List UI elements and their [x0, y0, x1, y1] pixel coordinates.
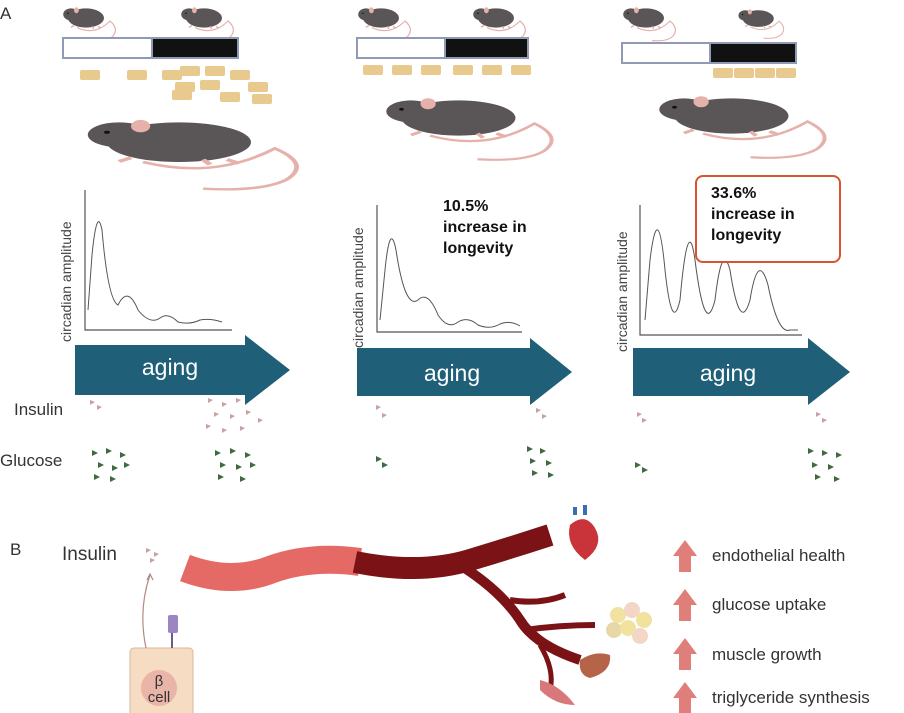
beta-cell-label: β cell [130, 674, 188, 706]
stat-value: 10.5% [443, 198, 489, 215]
effect-triglyceride-synthesis: triglyceride synthesis [712, 688, 870, 707]
small-mouse-icon [180, 6, 235, 42]
receptor-icon [168, 615, 178, 633]
aging-label: aging [699, 360, 757, 386]
longevity-stat-group-2: 10.5% increase in longevity [443, 196, 563, 259]
up-arrow-icons [673, 540, 697, 713]
amplitude-curve [87, 221, 223, 324]
y-axis-label: circadian amplitude [350, 227, 366, 348]
up-arrow-icon [673, 589, 697, 621]
cell-text: cell [147, 689, 171, 706]
up-arrow-icon [673, 540, 697, 572]
glucose-markers [92, 446, 842, 482]
beta-cell-graphic [129, 572, 194, 713]
mouse-icon [659, 96, 824, 158]
small-mouse-icon [472, 6, 527, 42]
y-axis-label: circadian amplitude [58, 221, 74, 342]
aging-arrow [75, 335, 290, 405]
small-mouse-icon [357, 6, 412, 42]
stat-value: 33.6% [711, 185, 757, 202]
aging-label: aging [423, 360, 481, 386]
liver-icon [579, 653, 611, 678]
feeding-bar-dark [151, 37, 239, 59]
small-mouse-icon [622, 6, 677, 42]
up-arrow-icon [673, 638, 697, 670]
aging-label: aging [141, 354, 199, 380]
insulin-markers [90, 398, 827, 433]
secretion-arrow-icon [146, 572, 154, 581]
heart-icon [569, 505, 599, 560]
fat-cells-icon [606, 602, 652, 644]
insulin-label: Insulin [62, 544, 117, 565]
effect-endothelial-health: endothelial health [712, 546, 846, 565]
beta-symbol: β [154, 673, 164, 690]
insulin-marker-b [146, 548, 159, 563]
food-pellets-icon [713, 68, 796, 78]
muscle-icon [540, 680, 575, 705]
stat-text: increase in longevity [443, 219, 527, 257]
y-axis-label: circadian amplitude [614, 231, 630, 352]
food-pellets-icon [363, 65, 531, 75]
longevity-stat-group-3-highlight: 33.6% increase in longevity [695, 175, 841, 263]
chart-axes [84, 190, 232, 331]
glucose-row-label: Glucose [0, 451, 63, 470]
small-mouse-icon [737, 8, 785, 40]
mouse-icon [386, 98, 551, 160]
effect-glucose-uptake: glucose uptake [712, 595, 827, 614]
mouse-icon [88, 120, 297, 189]
group-3-graphics [621, 6, 850, 405]
blood-vessel-graphic [180, 524, 596, 691]
small-mouse-icon [62, 6, 117, 42]
food-pellets-icon [80, 66, 272, 104]
group-2-graphics [356, 6, 572, 405]
stat-text: increase in longevity [711, 206, 795, 244]
panel-a-label: A [0, 4, 12, 23]
effect-muscle-growth: muscle growth [712, 645, 822, 664]
feeding-bar-light [62, 37, 153, 59]
insulin-row-label: Insulin [14, 400, 64, 419]
panel-b-label: B [10, 540, 22, 559]
up-arrow-icon [673, 682, 697, 713]
group-1-graphics [62, 6, 297, 405]
